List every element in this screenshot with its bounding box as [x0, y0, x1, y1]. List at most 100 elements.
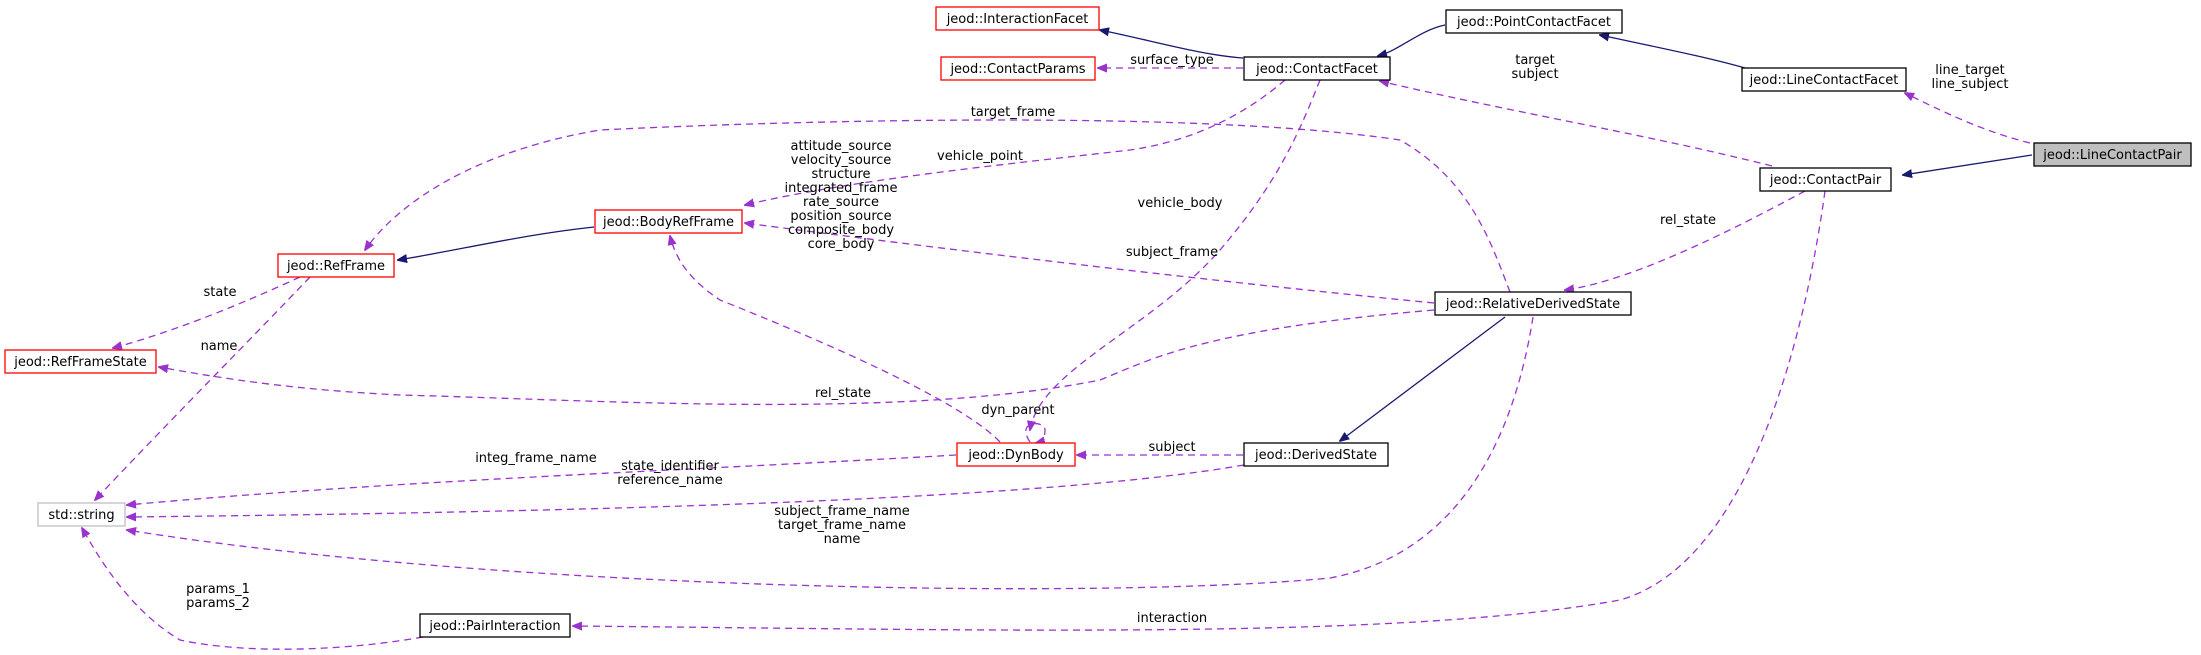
inheritance-edge-point_contact_facet-to-line_contact_facet: [1600, 35, 1746, 69]
edge-label-line: name: [824, 532, 861, 547]
node-box: [594, 209, 743, 234]
node-derived-state[interactable]: jeod::DerivedState: [1243, 442, 1389, 467]
node-label: jeod::BodyRefFrame: [602, 215, 734, 230]
edge-label-line: rel_state: [1660, 213, 1716, 228]
edges-layer: [82, 24, 2033, 650]
inheritance-edge-contact_facet-to-point_contact_facet: [1378, 24, 1446, 56]
node-box: [419, 613, 571, 638]
member-edge-body_ref_frame-to-relative_derived_state: [745, 223, 1435, 304]
edge-label-line: name: [201, 339, 238, 354]
edge-label-std_string-to-ref_frame: name: [201, 339, 238, 354]
member-edge-line_contact_facet-to-line_contact_pair: [1905, 93, 2031, 144]
edge-label-pair_interaction-to-contact_pair: interaction: [1137, 611, 1207, 626]
node-box: [1741, 67, 1907, 92]
edge-label-line: vehicle_body: [1138, 196, 1223, 211]
node-contact-pair[interactable]: jeod::ContactPair: [1759, 167, 1892, 192]
edge-label-line: dyn_parent: [981, 403, 1054, 418]
edge-label-line: vehicle_point: [937, 149, 1023, 164]
node-ref-frame[interactable]: jeod::RefFrame: [277, 253, 395, 278]
node-pair-interaction[interactable]: jeod::PairInteraction: [419, 613, 571, 638]
edge-label-body_ref_frame-to-contact_facet: vehicle_point: [937, 149, 1023, 164]
node-box: [277, 253, 395, 278]
edge-label-line: params_2: [186, 596, 250, 611]
edge-label-line: line_subject: [1931, 77, 2008, 92]
nodes-layer: jeod::LineContactPairjeod::ContactPairje…: [4, 6, 2192, 638]
node-box: [4, 349, 157, 374]
node-label: jeod::RelativeDerivedState: [1445, 297, 1620, 312]
node-dyn-body[interactable]: jeod::DynBody: [956, 442, 1076, 467]
node-box: [935, 6, 1100, 31]
edge-label-line: params_1: [186, 582, 250, 597]
inheritance-edge-ref_frame-to-body_ref_frame: [398, 226, 595, 260]
member-edge-relative_derived_state-to-contact_pair: [1565, 190, 1806, 290]
node-contact-params[interactable]: jeod::ContactParams: [940, 56, 1096, 81]
edge-label-ref_frame_state-to-relative_derived_state: rel_state: [815, 386, 871, 401]
node-label: jeod::DerivedState: [1254, 448, 1377, 463]
member-edge-std_string-to-ref_frame: [95, 276, 311, 500]
edge-label-line: state_identifier: [621, 459, 719, 474]
edge-label-line: target_frame: [971, 105, 1056, 120]
edge-label-dyn_body-to-dyn_body: dyn_parent: [981, 403, 1054, 418]
node-label: jeod::RefFrameState: [13, 355, 147, 370]
node-std-string[interactable]: std::string: [37, 502, 126, 527]
node-box: [2033, 142, 2192, 167]
inheritance-edge-contact_pair-to-line_contact_pair: [1903, 154, 2033, 175]
edge-label-line: velocity_source: [791, 153, 891, 168]
node-point-contact-facet[interactable]: jeod::PointContactFacet: [1445, 9, 1623, 34]
edge-label-contact_params-to-contact_facet: surface_type: [1130, 53, 1214, 68]
member-edge-dyn_body-to-dyn_body: [1025, 422, 1045, 443]
node-label: jeod::LineContactFacet: [1749, 73, 1899, 88]
member-edge-dyn_body-to-contact_facet: [1030, 79, 1321, 430]
node-box: [1434, 291, 1632, 316]
edge-label-dyn_body-to-derived_state: subject: [1148, 440, 1195, 455]
member-edge-contact_facet-to-contact_pair: [1380, 81, 1773, 167]
member-edge-std_string-to-relative_derived_state: [127, 316, 1534, 590]
node-line-contact-pair[interactable]: jeod::LineContactPair: [2033, 142, 2192, 167]
node-label: jeod::DynBody: [967, 448, 1064, 463]
edge-label-line: subject: [1148, 440, 1195, 455]
edge-label-line: target: [1515, 53, 1555, 68]
node-ref-frame-state[interactable]: jeod::RefFrameState: [4, 349, 157, 374]
node-interaction-facet[interactable]: jeod::InteractionFacet: [935, 6, 1100, 31]
node-box: [1243, 442, 1389, 467]
node-box: [956, 442, 1076, 467]
edge-label-line: subject: [1511, 67, 1558, 82]
edge-label-line: attitude_source: [790, 139, 891, 154]
node-box: [1759, 167, 1892, 192]
node-label: jeod::ContactFacet: [1255, 62, 1378, 77]
inheritance-edge-interaction_facet-to-contact_facet: [1100, 30, 1244, 59]
edge-label-ref_frame-to-relative_derived_state: target_frame: [971, 105, 1056, 120]
member-edge-ref_frame_state-to-relative_derived_state: [159, 309, 1435, 406]
node-contact-facet[interactable]: jeod::ContactFacet: [1243, 56, 1391, 81]
node-line-contact-facet[interactable]: jeod::LineContactFacet: [1741, 67, 1907, 92]
node-label: jeod::PointContactFacet: [1456, 15, 1611, 30]
edge-label-line: structure: [812, 167, 871, 182]
edge-label-line: subject_frame_name: [774, 504, 910, 519]
node-relative-derived-state[interactable]: jeod::RelativeDerivedState: [1434, 291, 1632, 316]
member-edge-std_string-to-pair_interaction: [82, 528, 424, 650]
edge-label-relative_derived_state-to-contact_pair: rel_state: [1660, 213, 1716, 228]
node-label: jeod::ContactParams: [949, 62, 1085, 77]
node-label: jeod::LineContactPair: [2042, 148, 2182, 163]
node-body-ref-frame[interactable]: jeod::BodyRefFrame: [594, 209, 743, 234]
member-edge-std_string-to-dyn_body: [127, 454, 957, 505]
edge-label-line: rel_state: [815, 386, 871, 401]
edge-label-line: state: [204, 285, 237, 300]
edge-label-line: rate_source: [803, 195, 879, 210]
edge-label-line: target_frame_name: [778, 518, 906, 533]
node-label: jeod::PairInteraction: [428, 619, 560, 634]
member-edge-ref_frame-to-relative_derived_state: [365, 119, 1511, 293]
node-label: jeod::InteractionFacet: [946, 12, 1089, 27]
node-label: jeod::ContactPair: [1769, 173, 1882, 188]
member-edge-ref_frame_state-to-ref_frame: [113, 276, 301, 348]
node-box: [940, 56, 1096, 81]
member-edge-pair_interaction-to-contact_pair: [573, 190, 1826, 630]
edge-label-line: surface_type: [1130, 53, 1214, 68]
node-label: std::string: [48, 508, 114, 523]
